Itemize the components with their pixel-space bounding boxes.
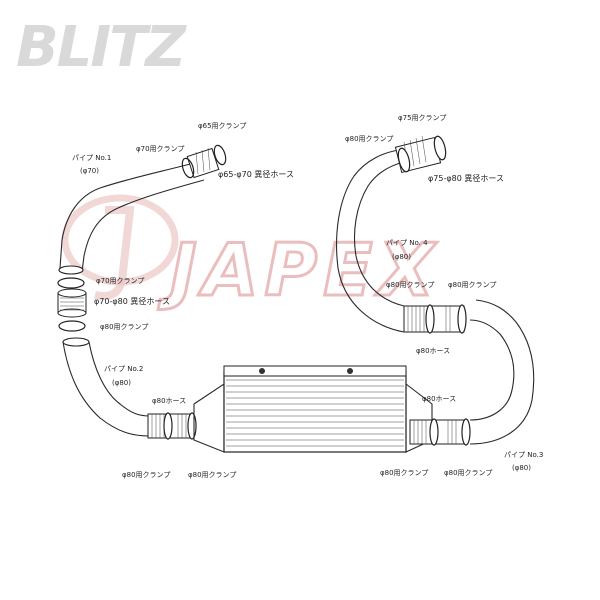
label-pipe4-title: パイプ No. 4 xyxy=(386,239,428,247)
pipe-no2 xyxy=(62,337,197,440)
blitz-logo: BLITZ xyxy=(16,15,189,74)
label-hose-65-70: φ65-φ70 異径ホース xyxy=(218,170,294,179)
label-clamp80-top: φ80用クランプ xyxy=(345,135,394,143)
label-hose-70-80: φ70-φ80 異径ホース xyxy=(94,297,170,306)
blitz-logo-text: BLITZ xyxy=(16,15,187,74)
label-clamp70: φ70用クランプ xyxy=(96,277,145,285)
label-clamp80-mid1: φ80用クランプ xyxy=(386,281,435,289)
label-clamp65: φ65用クランプ xyxy=(198,122,247,130)
label-hose80-right: φ80ホース xyxy=(422,395,457,403)
label-pipe3-dia: (φ80) xyxy=(512,464,531,472)
label-hose80-left: φ80ホース xyxy=(152,397,187,405)
label-clamp80-bl1: φ80用クランプ xyxy=(122,471,171,479)
japex-watermark: JAPEX xyxy=(61,194,440,314)
pipe-no3 xyxy=(409,299,535,446)
japex-watermark-text: JAPEX xyxy=(158,228,440,312)
label-hose-75-80: φ75-φ80 異径ホース xyxy=(428,174,504,183)
label-clamp80-mid2: φ80用クランプ xyxy=(448,281,497,289)
label-clamp80-br2: φ80用クランプ xyxy=(444,469,493,477)
pipe-no4 xyxy=(336,135,467,334)
intercooler-core xyxy=(193,365,433,453)
label-pipe1-dia: (φ70) xyxy=(80,167,99,175)
label-clamp75: φ75用クランプ xyxy=(398,114,447,122)
label-pipe1-title: パイプ No.1 xyxy=(72,154,112,162)
label-clamp80-left: φ80用クランプ xyxy=(100,323,149,331)
label-pipe3-title: パイプ No.3 xyxy=(504,451,544,459)
label-clamp80-br1: φ80用クランプ xyxy=(380,469,429,477)
label-pipe4-dia: (φ80) xyxy=(392,253,411,261)
label-pipe2-title: パイプ No.2 xyxy=(104,365,144,373)
label-clamp80-bl2: φ80用クランプ xyxy=(188,471,237,479)
label-clamp70-top: φ70用クランプ xyxy=(136,145,185,153)
label-pipe2-dia: (φ80) xyxy=(112,379,131,387)
loose-clamps-hose xyxy=(57,277,87,332)
pipe-no1 xyxy=(58,144,227,275)
label-hose80-mid: φ80ホース xyxy=(416,347,451,355)
